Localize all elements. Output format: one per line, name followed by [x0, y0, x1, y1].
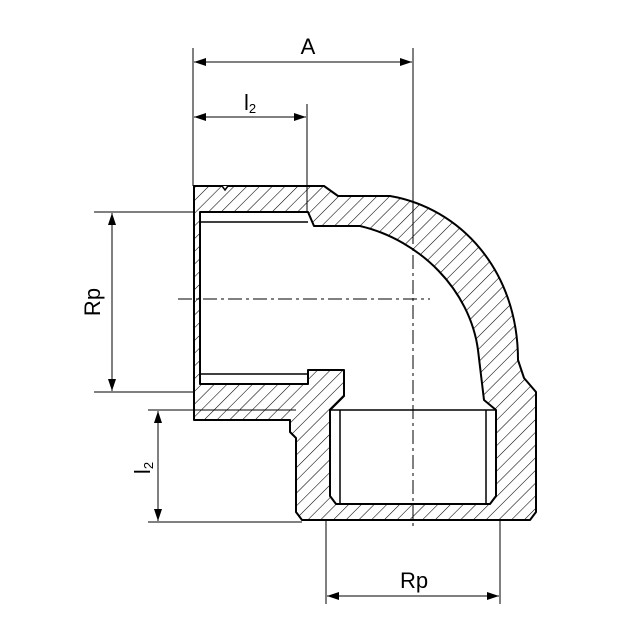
dimension-label-l2-left: l2 — [130, 462, 156, 474]
dimension-label-rp-left: Rp — [80, 288, 105, 316]
groove-notch — [221, 185, 229, 192]
elbow-body-section — [193, 185, 537, 521]
dimension-label-a: A — [301, 34, 316, 59]
dimension-label-rp-bottom: Rp — [400, 568, 428, 593]
l2-subscript: 2 — [249, 101, 256, 116]
dimension-label-l2-top: l2 — [244, 90, 256, 116]
l2-subscript: 2 — [141, 462, 156, 469]
socket-end-line — [307, 211, 315, 227]
l2-main: l — [130, 469, 155, 474]
l2-main: l — [244, 90, 249, 115]
